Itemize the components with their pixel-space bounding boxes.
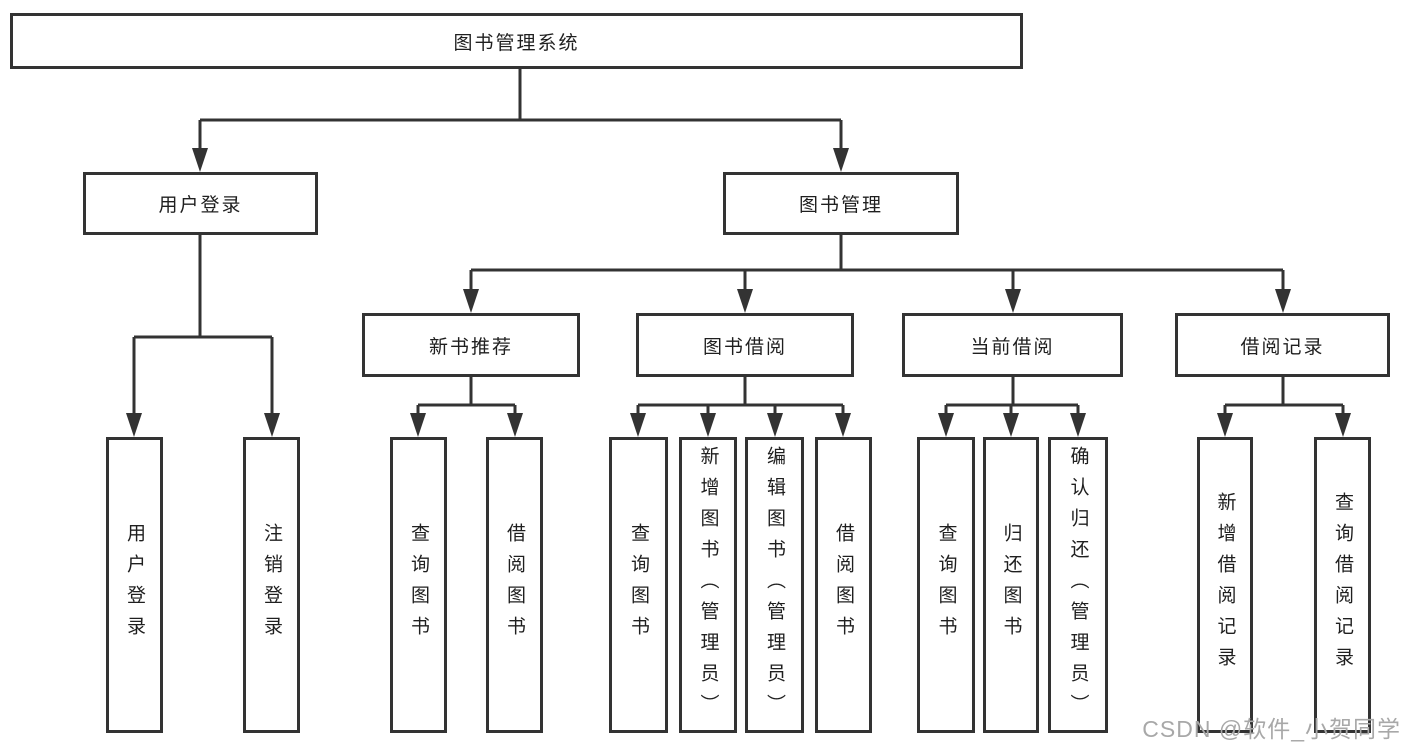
csdn-watermark: CSDN @软件_小贺同学 <box>1142 716 1401 742</box>
node-label: 当前借阅 <box>970 336 1055 358</box>
leaf-label: 新增图书（管理员） <box>697 445 719 725</box>
node-label: 新书推荐 <box>428 336 513 358</box>
leaf-label: 新增借阅记录 <box>1214 492 1236 678</box>
leaf-add-borrow-record: 新增借阅记录 <box>1197 437 1253 733</box>
leaf-return-books: 归还图书 <box>983 437 1039 733</box>
leaf-label: 借阅图书 <box>504 523 525 647</box>
leaf-edit-books-admin: 编辑图书（管理员） <box>745 437 804 733</box>
leaf-label: 确认归还（管理员） <box>1067 445 1089 725</box>
leaf-query-books: 查询图书 <box>609 437 668 733</box>
node-library-management-system: 图书管理系统 <box>10 13 1023 69</box>
leaf-query-borrow-record: 查询借阅记录 <box>1314 437 1371 733</box>
node-label: 用户登录 <box>158 195 243 216</box>
leaf-label: 注销登录 <box>261 523 282 647</box>
node-book-management: 图书管理 <box>723 172 959 235</box>
node-label: 图书借阅 <box>702 336 787 358</box>
leaf-label: 查询借阅记录 <box>1332 492 1353 678</box>
node-label: 图书管理 <box>798 195 883 216</box>
leaf-confirm-return-admin: 确认归还（管理员） <box>1048 437 1108 733</box>
leaf-label: 归还图书 <box>1000 523 1022 647</box>
node-current-borrow: 当前借阅 <box>902 313 1123 377</box>
leaf-label: 查询图书 <box>935 523 957 647</box>
leaf-label: 编辑图书（管理员） <box>764 445 785 725</box>
leaf-logout: 注销登录 <box>243 437 300 733</box>
node-book-borrow: 图书借阅 <box>636 313 854 377</box>
leaf-add-books-admin: 新增图书（管理员） <box>679 437 737 733</box>
leaf-borrow-books: 借阅图书 <box>815 437 872 733</box>
node-new-book-recommend: 新书推荐 <box>362 313 580 377</box>
leaf-label: 查询图书 <box>408 523 429 647</box>
node-label: 借阅记录 <box>1240 336 1325 358</box>
leaf-label: 借阅图书 <box>833 523 854 647</box>
node-user-login: 用户登录 <box>83 172 318 235</box>
leaf-label: 查询图书 <box>628 523 649 647</box>
leaf-query-books: 查询图书 <box>917 437 975 733</box>
node-label: 图书管理系统 <box>453 32 580 54</box>
leaf-query-books: 查询图书 <box>390 437 447 733</box>
leaf-borrow-books: 借阅图书 <box>486 437 543 733</box>
leaf-label: 用户登录 <box>124 523 145 647</box>
node-borrow-records: 借阅记录 <box>1175 313 1390 377</box>
leaf-user-login: 用户登录 <box>106 437 163 733</box>
